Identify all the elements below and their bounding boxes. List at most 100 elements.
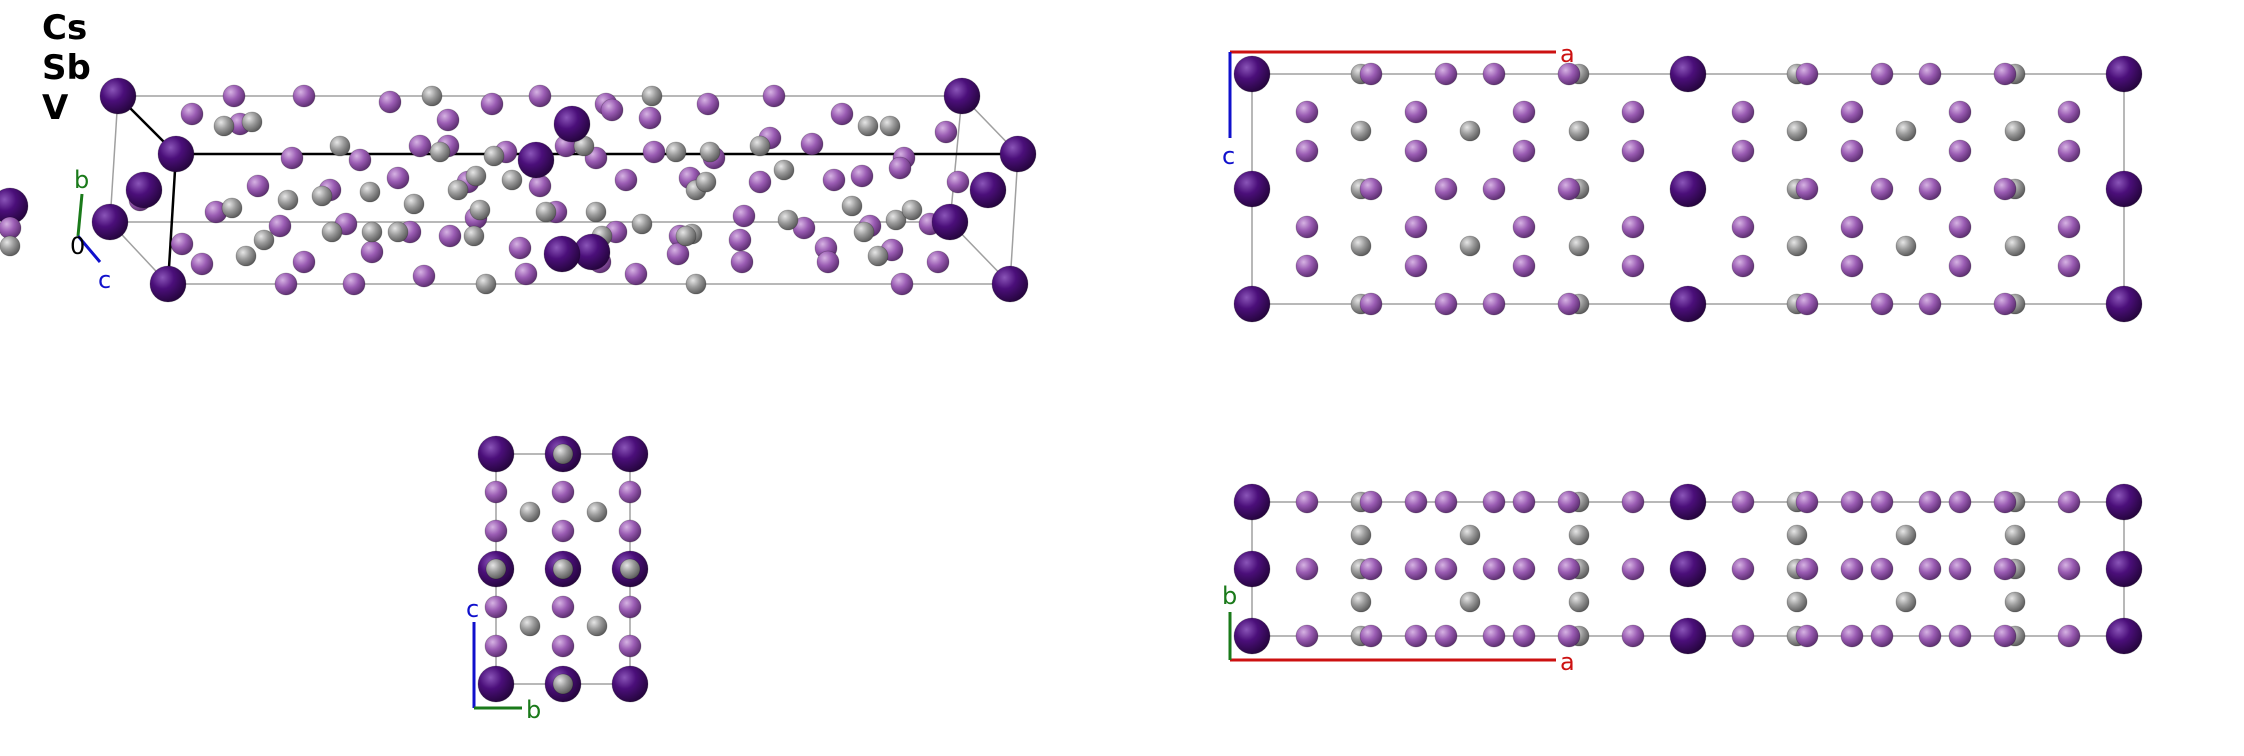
- sb-atom: [292, 250, 316, 274]
- sb-atom: [600, 98, 624, 122]
- sb-atom: [1482, 62, 1506, 86]
- cs-atom: [543, 235, 581, 273]
- sb-atom: [1621, 215, 1645, 239]
- sb-atom: [170, 232, 194, 256]
- cs-atom: [1669, 550, 1707, 588]
- sb-atom: [1482, 490, 1506, 514]
- cs-atom: [991, 265, 1029, 303]
- v-atom: [749, 135, 771, 157]
- sb-atom: [1295, 215, 1319, 239]
- v-atom: [235, 245, 257, 267]
- perspective-axes: 0 b c: [70, 166, 111, 294]
- cs-atom: [1669, 55, 1707, 93]
- cs-atom: [125, 171, 163, 209]
- sb-atom: [1359, 490, 1383, 514]
- sb-atom: [1870, 62, 1894, 86]
- v-atom: [552, 558, 574, 580]
- sb-atom: [268, 214, 292, 238]
- sb-atom: [816, 250, 840, 274]
- sb-atom: [638, 106, 662, 130]
- sb-atom: [342, 272, 366, 296]
- sb-atom: [280, 146, 304, 170]
- cs-atom: [553, 105, 591, 143]
- sb-atom: [1295, 100, 1319, 124]
- legend-sb: Sb: [42, 48, 91, 88]
- sb-atom: [1731, 490, 1755, 514]
- v-atom: [1786, 591, 1808, 613]
- sb-atom: [1434, 292, 1458, 316]
- sb-atom: [614, 168, 638, 192]
- v-atom: [675, 225, 697, 247]
- sb-atom: [1404, 624, 1428, 648]
- v-atom: [483, 145, 505, 167]
- sb-atom: [2057, 490, 2081, 514]
- sb-atom: [1557, 177, 1581, 201]
- sb-atom: [1404, 215, 1428, 239]
- sb-atom: [1795, 624, 1819, 648]
- sb-atom: [1295, 624, 1319, 648]
- sb-atom: [762, 84, 786, 108]
- sb-atom: [1918, 557, 1942, 581]
- sb-atom: [1295, 139, 1319, 163]
- sb-atom: [1434, 490, 1458, 514]
- sb-atom: [1795, 292, 1819, 316]
- sb-atom: [551, 595, 575, 619]
- sb-atom: [1434, 557, 1458, 581]
- cs-atom: [91, 203, 129, 241]
- axis-b-label: b: [526, 696, 541, 724]
- v-atom: [1568, 524, 1590, 546]
- sb-atom: [1731, 254, 1755, 278]
- v-atom: [1350, 591, 1372, 613]
- sb-atom: [2057, 557, 2081, 581]
- sb-atom: [386, 166, 410, 190]
- v-atom: [1350, 235, 1372, 257]
- sb-atom: [1404, 254, 1428, 278]
- sb-atom: [1918, 624, 1942, 648]
- v-atom: [469, 199, 491, 221]
- v-atom: [213, 115, 235, 137]
- v-atom: [403, 193, 425, 215]
- sb-atom: [551, 634, 575, 658]
- v-atom: [485, 558, 507, 580]
- cs-atom: [1669, 285, 1707, 323]
- v-atom: [465, 165, 487, 187]
- sb-atom: [1731, 139, 1755, 163]
- sb-atom: [1993, 62, 2017, 86]
- sb-atom: [1404, 139, 1428, 163]
- sb-atom: [1512, 490, 1536, 514]
- sb-atom: [1795, 557, 1819, 581]
- v-atom: [475, 273, 497, 295]
- v-atom: [552, 673, 574, 695]
- v-atom: [221, 197, 243, 219]
- sb-atom: [551, 519, 575, 543]
- axis-c-line: [76, 235, 102, 263]
- axis-c-label: c: [98, 266, 111, 294]
- v-atom: [841, 195, 863, 217]
- v-atom: [2004, 235, 2026, 257]
- cs-atom: [1233, 285, 1271, 323]
- sb-atom: [2057, 100, 2081, 124]
- cs-atom: [157, 135, 195, 173]
- v-atom: [1786, 120, 1808, 142]
- sb-atom: [890, 272, 914, 296]
- sb-atom: [1621, 100, 1645, 124]
- v-atom: [1786, 235, 1808, 257]
- sb-atom: [1482, 557, 1506, 581]
- sb-atom: [1621, 624, 1645, 648]
- sb-atom: [222, 84, 246, 108]
- sb-atom: [1404, 557, 1428, 581]
- v-atom: [429, 141, 451, 163]
- sb-atom: [850, 164, 874, 188]
- sb-atom: [1621, 139, 1645, 163]
- cs-atom: [1669, 617, 1707, 655]
- sb-atom: [696, 92, 720, 116]
- view-a-c: a c: [1222, 40, 2143, 323]
- cs-atom: [1233, 170, 1271, 208]
- sb-atom: [1359, 177, 1383, 201]
- sb-atom: [732, 204, 756, 228]
- v-atom: [585, 201, 607, 223]
- v-atom: [421, 85, 443, 107]
- sb-atom: [1512, 215, 1536, 239]
- sb-atom: [2057, 254, 2081, 278]
